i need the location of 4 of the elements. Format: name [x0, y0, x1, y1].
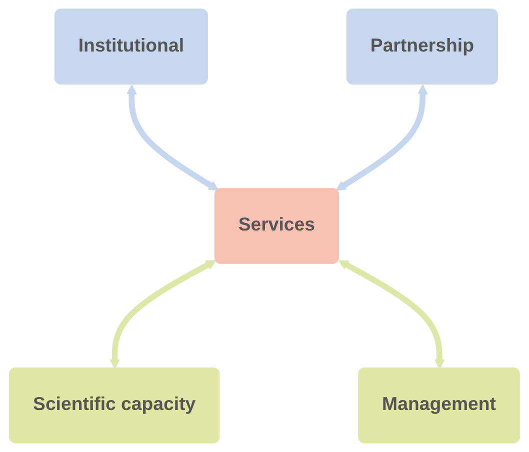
arrow [338, 260, 445, 370]
arrow [336, 84, 428, 191]
arrow [110, 260, 216, 370]
arrow [126, 84, 219, 191]
